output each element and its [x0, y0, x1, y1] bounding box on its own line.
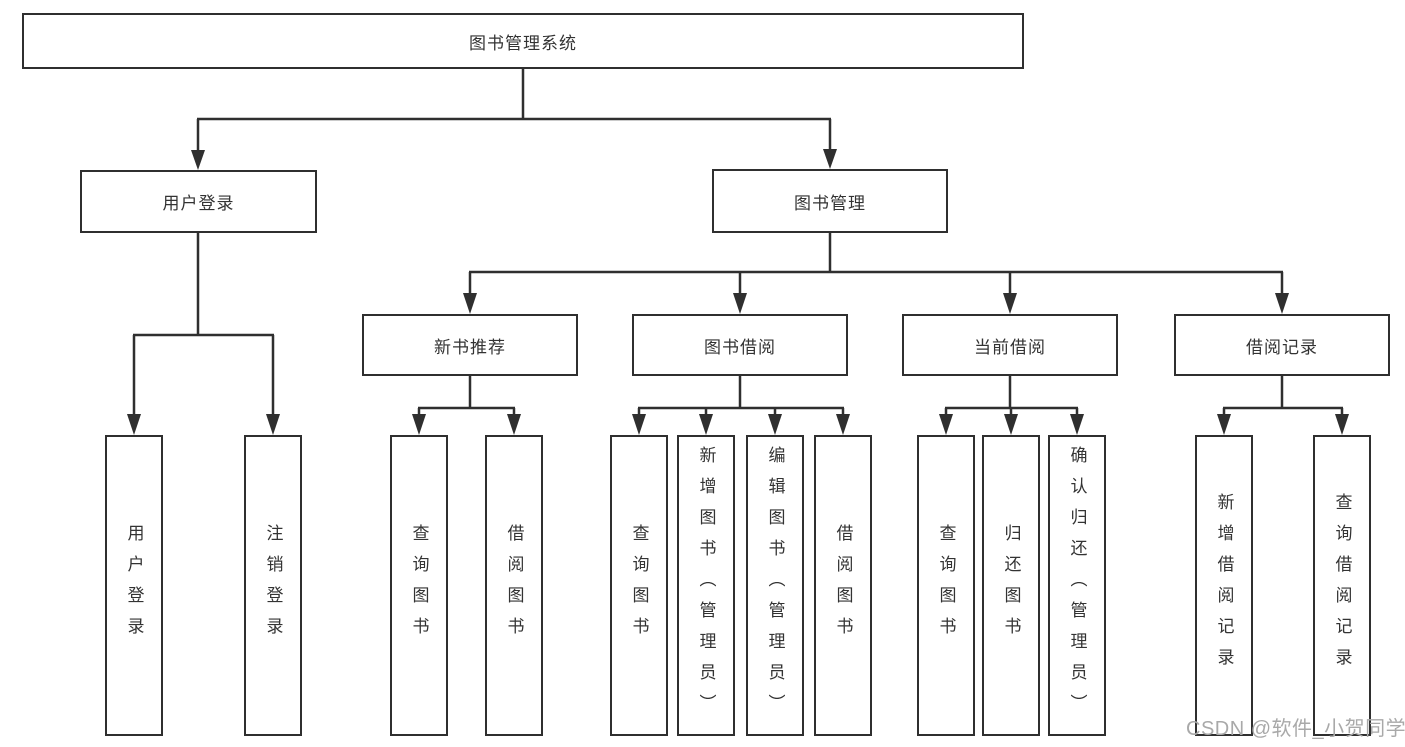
leaf-add-borrow-record: 新增借阅记录 — [1195, 435, 1253, 736]
node-book-borrow: 图书借阅 — [632, 314, 848, 376]
leaf-query-books-current: 查询图书 — [917, 435, 975, 736]
leaf-borrow-books: 借阅图书 — [814, 435, 872, 736]
leaf-query-books-recommend: 查询图书 — [390, 435, 448, 736]
node-user-login: 用户登录 — [80, 170, 317, 233]
node-current-borrow: 当前借阅 — [902, 314, 1118, 376]
leaf-query-books-borrow: 查询图书 — [610, 435, 668, 736]
leaf-return-books: 归还图书 — [982, 435, 1040, 736]
leaf-add-books-admin: 新增图书（管理员） — [677, 435, 735, 736]
node-new-book-recommend: 新书推荐 — [362, 314, 578, 376]
leaf-edit-books-admin: 编辑图书（管理员） — [746, 435, 804, 736]
leaf-confirm-return-admin: 确认归还（管理员） — [1048, 435, 1106, 736]
csdn-watermark: CSDN @软件_小贺同学 — [1186, 718, 1405, 740]
leaf-logout: 注销登录 — [244, 435, 302, 736]
node-borrow-records: 借阅记录 — [1174, 314, 1390, 376]
node-book-management: 图书管理 — [712, 169, 948, 233]
leaf-user-login: 用户登录 — [105, 435, 163, 736]
leaf-query-borrow-record: 查询借阅记录 — [1313, 435, 1371, 736]
node-root-system: 图书管理系统 — [22, 13, 1024, 69]
leaf-borrow-books-recommend: 借阅图书 — [485, 435, 543, 736]
